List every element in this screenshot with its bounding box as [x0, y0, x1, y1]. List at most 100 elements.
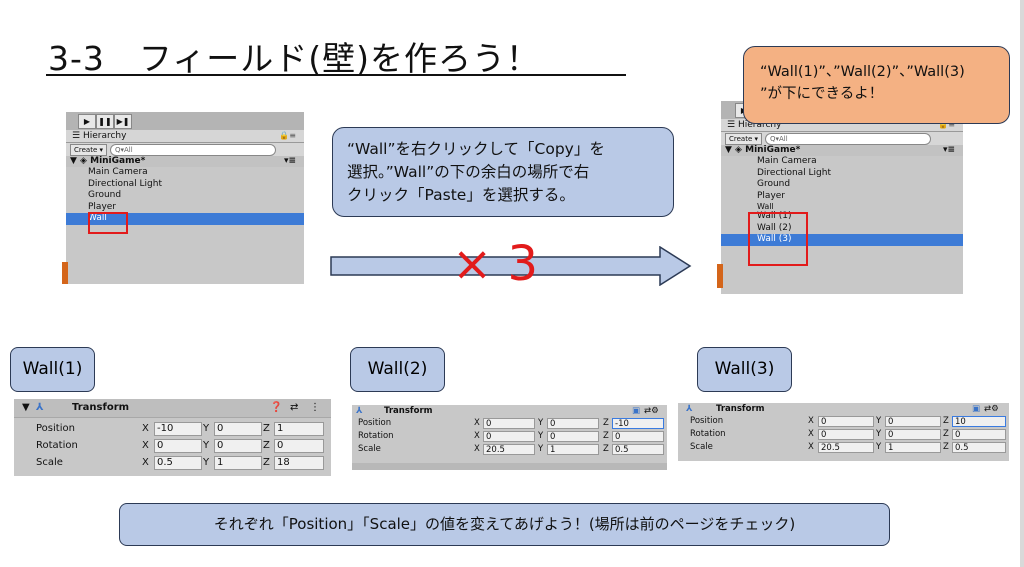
result-line: “Wall(1)”、”Wall(2)”、”Wall(3) — [760, 64, 965, 80]
lock-icon[interactable]: 🔒≡ — [279, 131, 296, 140]
hierarchy-item[interactable]: Player — [757, 190, 786, 201]
hierarchy-item[interactable]: Main Camera — [88, 167, 148, 177]
axis-z: Z — [603, 431, 609, 441]
hierarchy-item[interactable]: Wall (1) — [757, 211, 792, 221]
row-label: Position — [358, 418, 392, 428]
hierarchy-icon: ☰ — [72, 131, 83, 141]
rotation-y-field[interactable]: 0 — [885, 429, 941, 440]
rotation-x-field[interactable]: 0 — [483, 431, 535, 442]
hierarchy-item[interactable]: Wall (2) — [757, 222, 792, 233]
scale-x-field[interactable]: 20.5 — [483, 444, 535, 455]
scale-z-field[interactable]: 0.5 — [612, 444, 664, 455]
rotation-y-field[interactable]: 0 — [214, 439, 262, 453]
pause-button[interactable]: ❚❚ — [96, 114, 114, 129]
book-icon[interactable]: ▣ — [972, 404, 981, 414]
scale-y-field[interactable]: 1 — [547, 444, 599, 455]
instruction-callout: “Wall”を右クリックして「Copy」を 選択。”Wall”の下の余白の場所で… — [332, 127, 674, 217]
row-label: Rotation — [358, 431, 394, 441]
times-three-label: × 3 — [452, 236, 539, 292]
rotation-z-field[interactable]: 0 — [274, 439, 324, 453]
hierarchy-item-selected[interactable]: Wall (3) — [721, 234, 963, 246]
step-button[interactable]: ▶❚ — [114, 114, 132, 129]
search-input[interactable]: Q▾All — [110, 144, 276, 156]
row-label: Position — [690, 416, 724, 426]
book-icon[interactable]: ▣ — [632, 406, 641, 416]
scale-y-field[interactable]: 1 — [885, 442, 941, 453]
hierarchy-item[interactable]: Main Camera — [757, 156, 817, 166]
transform-row-scale: Scale X 20.5 Y 1 Z 0.5 — [678, 441, 1009, 454]
position-x-field[interactable]: 0 — [818, 416, 874, 427]
search-input[interactable]: Q▾All — [765, 133, 931, 145]
scene-menu-icon[interactable]: ▾≡ — [942, 145, 955, 155]
hierarchy-item[interactable]: Ground — [88, 190, 122, 200]
scale-x-field[interactable]: 20.5 — [818, 442, 874, 453]
position-y-field[interactable]: 0 — [547, 418, 599, 429]
position-y-field[interactable]: 0 — [214, 422, 262, 436]
hierarchy-item[interactable]: Player — [88, 201, 117, 212]
settings-icon[interactable]: ⇄⚙ — [644, 406, 659, 416]
axis-y: Y — [203, 440, 210, 451]
scene-row[interactable]: ▼ ◈ MiniGame* ▾≡ — [721, 145, 963, 156]
rotation-x-field[interactable]: 0 — [154, 439, 202, 453]
axis-x: X — [474, 444, 480, 454]
foldout-icon[interactable]: ▼ — [22, 402, 30, 413]
axis-y: Y — [538, 431, 544, 441]
settings-icon[interactable]: ⇄⚙ — [984, 404, 999, 414]
position-x-field[interactable]: 0 — [483, 418, 535, 429]
scale-x-field[interactable]: 0.5 — [154, 456, 202, 470]
rotation-y-field[interactable]: 0 — [547, 431, 599, 442]
row-label: Rotation — [690, 429, 726, 439]
transform-header[interactable]: ⅄ Transform ▣ ⇄⚙ — [352, 405, 667, 417]
transform-header[interactable]: ⅄ Transform ▣ ⇄⚙ — [678, 403, 1009, 415]
row-label: Position — [36, 423, 75, 434]
hierarchy-item-selected[interactable]: Wall — [66, 213, 304, 225]
hierarchy-tab-label: Hierarchy — [82, 131, 127, 141]
instruction-line: 選択。”Wall”の下の余白の場所で右 — [347, 163, 590, 181]
transform-panel-wall-2: ⅄ Transform ▣ ⇄⚙ Position X 0 Y 0 Z -10 … — [352, 405, 667, 470]
scale-z-field[interactable]: 0.5 — [952, 442, 1006, 453]
hierarchy-item[interactable]: Wall — [757, 202, 774, 211]
position-x-field[interactable]: -10 — [154, 422, 202, 436]
help-icon[interactable]: ❓ — [270, 402, 283, 413]
position-z-field[interactable]: -10 — [612, 418, 664, 429]
position-y-field[interactable]: 0 — [885, 416, 941, 427]
axis-z: Z — [603, 418, 609, 428]
position-z-field[interactable]: 10 — [952, 416, 1006, 427]
transform-title: Transform — [72, 402, 130, 413]
axis-y: Y — [876, 429, 882, 439]
footer-text: それぞれ「Position」「Scale」の値を変えてあげよう！(場所は前のペー… — [213, 515, 796, 533]
hierarchy-item[interactable]: Ground — [757, 179, 791, 189]
result-line: ”が下にできるよ！ — [760, 86, 884, 102]
hierarchy-item[interactable]: Directional Light — [757, 167, 831, 178]
transform-title: Transform — [384, 406, 433, 416]
rotation-z-field[interactable]: 0 — [952, 429, 1006, 440]
hierarchy-item[interactable]: Directional Light — [88, 178, 162, 189]
axis-z: Z — [943, 442, 949, 452]
axis-x: X — [808, 429, 814, 439]
transform-row-rotation: Rotation X 0 Y 0 Z 0 — [14, 438, 331, 455]
transform-icon: ⅄ — [356, 406, 363, 416]
transform-header[interactable]: ▼ ⅄ Transform ❓ ⇄ ⋮ — [14, 399, 331, 418]
play-button[interactable]: ▶ — [78, 114, 96, 129]
scene-row[interactable]: ▼ ◈ MiniGame* ▾≡ — [66, 156, 304, 167]
hierarchy-tab[interactable]: ☰ Hierarchy 🔒≡ — [66, 130, 304, 143]
scale-y-field[interactable]: 1 — [214, 456, 262, 470]
lock-icon[interactable]: 🔒≡ — [938, 120, 955, 129]
transform-panel-wall-1: ▼ ⅄ Transform ❓ ⇄ ⋮ Position X -10 Y 0 Z… — [14, 399, 331, 476]
rotation-x-field[interactable]: 0 — [818, 429, 874, 440]
settings-icon[interactable]: ⇄ — [290, 402, 299, 413]
transform-row-position: Position X 0 Y 0 Z -10 — [352, 417, 667, 430]
rotation-z-field[interactable]: 0 — [612, 431, 664, 442]
create-dropdown[interactable]: Create ▾ — [70, 144, 107, 156]
more-menu-icon[interactable]: ⋮ — [310, 402, 320, 413]
position-z-field[interactable]: 1 — [274, 422, 324, 436]
create-dropdown[interactable]: Create ▾ — [725, 133, 762, 145]
scale-z-field[interactable]: 18 — [274, 456, 324, 470]
axis-x: X — [142, 423, 149, 434]
transform-icon: ⅄ — [686, 404, 693, 414]
axis-z: Z — [943, 429, 949, 439]
scene-menu-icon[interactable]: ▾≡ — [283, 156, 296, 166]
slide-title: 3-3 フィールド(壁)を作ろう！ — [48, 39, 540, 78]
transform-icon: ⅄ — [36, 402, 44, 413]
next-component-strip — [352, 463, 667, 470]
